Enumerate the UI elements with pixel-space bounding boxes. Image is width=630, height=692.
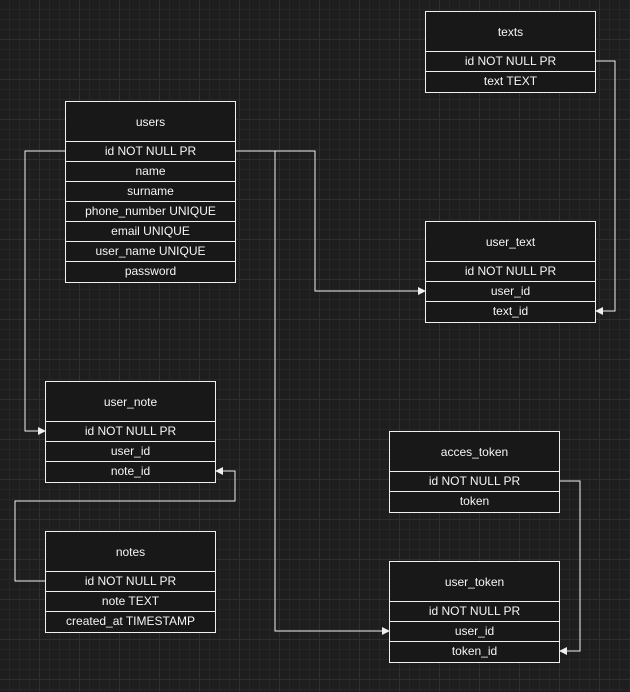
field-row: password — [124, 264, 177, 278]
field-row: user_name UNIQUE — [66, 242, 235, 262]
table-title: notes — [46, 532, 215, 572]
table-title: users — [66, 102, 235, 142]
field-row: id NOT NULL PR — [46, 422, 215, 442]
field-row: id NOT NULL PR — [66, 142, 235, 162]
table-title: user_note — [46, 382, 215, 422]
link-users-user-text — [236, 150, 426, 295]
field-row: user_id — [46, 442, 215, 462]
field-row: name — [66, 162, 235, 182]
field-row: note_id — [110, 464, 151, 478]
table-title: user_text — [426, 222, 595, 262]
field-row: token — [459, 494, 490, 508]
table-title: acces_token — [390, 432, 559, 472]
field-row: id NOT NULL PR — [46, 572, 215, 592]
field-row: user_id — [426, 282, 595, 302]
table-user-note[interactable]: user_note id NOT NULL PR user_id note_id — [45, 381, 216, 483]
field-row: token_id — [451, 644, 498, 658]
field-row: created_at TIMESTAMP — [66, 614, 195, 628]
field-row: email UNIQUE — [66, 222, 235, 242]
link-acces-token-user-token — [559, 480, 581, 655]
field-row: id NOT NULL PR — [426, 262, 595, 282]
field-row: id NOT NULL PR — [426, 52, 595, 72]
table-notes[interactable]: notes id NOT NULL PR note TEXT created_a… — [45, 531, 216, 633]
table-texts[interactable]: texts id NOT NULL PR text TEXT — [425, 11, 596, 93]
table-users[interactable]: users id NOT NULL PR name surname phone_… — [65, 101, 236, 283]
link-users-user-token — [236, 150, 390, 635]
field-row: id NOT NULL PR — [390, 602, 559, 622]
table-title: user_token — [390, 562, 559, 602]
link-texts-user-text — [595, 60, 616, 315]
link-notes-user-note — [14, 467, 236, 582]
field-row: text_id — [492, 304, 529, 318]
field-row: user_id — [390, 622, 559, 642]
field-row: id NOT NULL PR — [390, 472, 559, 492]
table-acces-token[interactable]: acces_token id NOT NULL PR token — [389, 431, 560, 513]
field-row: surname — [66, 182, 235, 202]
field-row: note TEXT — [46, 592, 215, 612]
table-user-token[interactable]: user_token id NOT NULL PR user_id token_… — [389, 561, 560, 663]
field-row: text TEXT — [483, 74, 538, 88]
field-row: phone_number UNIQUE — [66, 202, 235, 222]
table-user-text[interactable]: user_text id NOT NULL PR user_id text_id — [425, 221, 596, 323]
table-title: texts — [426, 12, 595, 52]
link-users-user-note — [24, 150, 65, 435]
